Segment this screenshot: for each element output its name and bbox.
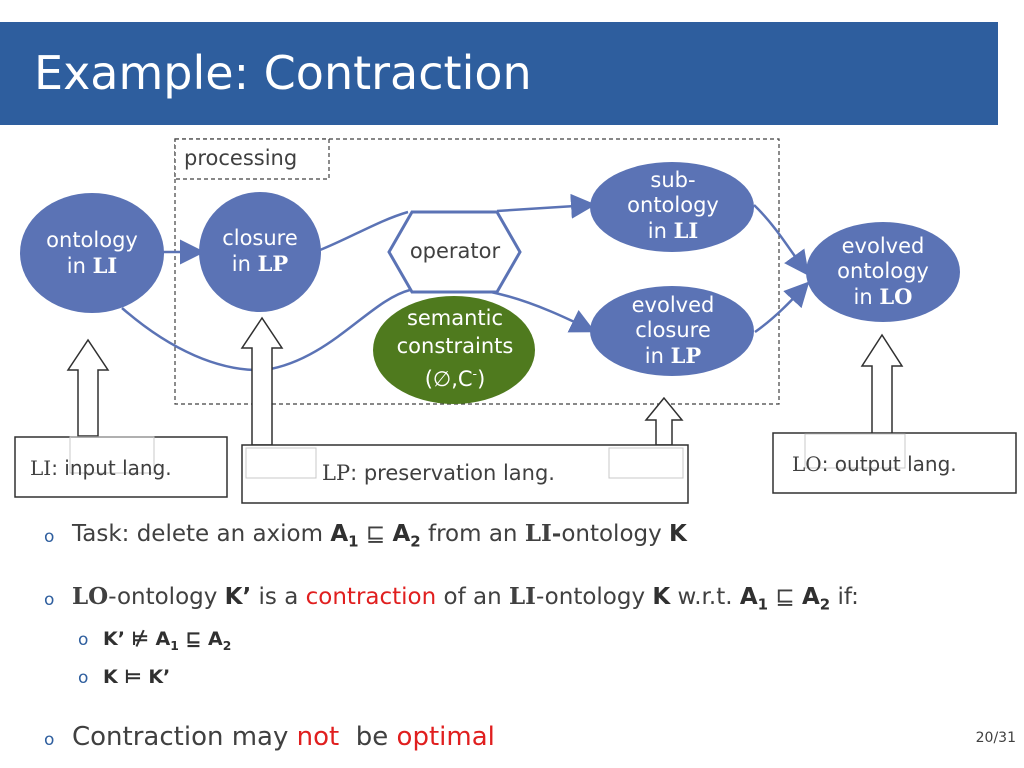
bullet-dot: o bbox=[44, 590, 55, 610]
processing-label-box bbox=[174, 138, 330, 180]
output-lang-box bbox=[772, 432, 1017, 494]
title-bar bbox=[0, 22, 998, 125]
input-lang-box bbox=[14, 436, 228, 498]
semantic-constraints-label: semantic constraints (∅,C-) bbox=[396, 306, 514, 391]
output-up-arrow bbox=[860, 333, 904, 435]
bullet-task: Task: delete an axiom A1 ⊑ A2 from an LI… bbox=[72, 520, 687, 551]
node-closure-lp bbox=[199, 192, 321, 312]
bullet-contraction-def: LO-ontology K’ is a contraction of an LI… bbox=[72, 583, 859, 614]
node-evolved-ontology-lo bbox=[806, 222, 960, 322]
node-operator bbox=[387, 210, 522, 294]
preservation-up-arrow-left bbox=[240, 316, 284, 446]
page-number: 20/31 bbox=[975, 730, 1016, 746]
node-ontology-li bbox=[20, 193, 164, 313]
bullet-dot: o bbox=[78, 630, 89, 650]
node-evolved-closure-lp bbox=[590, 286, 754, 376]
input-lang-text: LI: input lang. bbox=[30, 456, 172, 480]
edge-operator-subontology bbox=[496, 193, 596, 219]
bullet-dot: o bbox=[78, 668, 89, 688]
bullet-k-entails-k-prime: K ⊨ K’ bbox=[103, 666, 171, 688]
preservation-up-arrow-right bbox=[644, 396, 684, 446]
operator-label: operator bbox=[409, 239, 501, 263]
edge-subontology-evolved bbox=[753, 204, 809, 277]
evolved-ontology-lo-label: evolved ontology in LO bbox=[837, 234, 929, 309]
output-lang-text: LO: output lang. bbox=[792, 452, 957, 476]
bullet-not-optimal: Contraction may not be optimal bbox=[72, 722, 495, 752]
input-up-arrow bbox=[66, 338, 110, 437]
closure-lp-label: closure in LP bbox=[222, 226, 298, 276]
sub-ontology-li-label: sub- ontology in LI bbox=[627, 168, 719, 243]
preservation-lang-text: LP: preservation lang. bbox=[322, 461, 555, 485]
bullet-k-prime-not-entails: K’ ⊭ A1 ⊑ A2 bbox=[103, 628, 232, 653]
edge-ontology-evolvedclosure bbox=[121, 285, 596, 372]
evolved-closure-lp-label: evolved closure in LP bbox=[631, 293, 715, 368]
edge-closure-operator bbox=[319, 210, 409, 252]
processing-label: processing bbox=[184, 146, 298, 170]
node-sub-ontology-li bbox=[590, 162, 754, 252]
node-semantic-constraints bbox=[373, 296, 535, 404]
bullet-dot: o bbox=[44, 527, 55, 547]
ontology-li-label: ontology in LI bbox=[46, 228, 138, 278]
processing-region bbox=[174, 138, 780, 405]
edge-evolvedclosure-evolved bbox=[754, 281, 810, 334]
bullet-dot: o bbox=[44, 730, 55, 750]
slide-title: Example: Contraction bbox=[34, 46, 532, 100]
